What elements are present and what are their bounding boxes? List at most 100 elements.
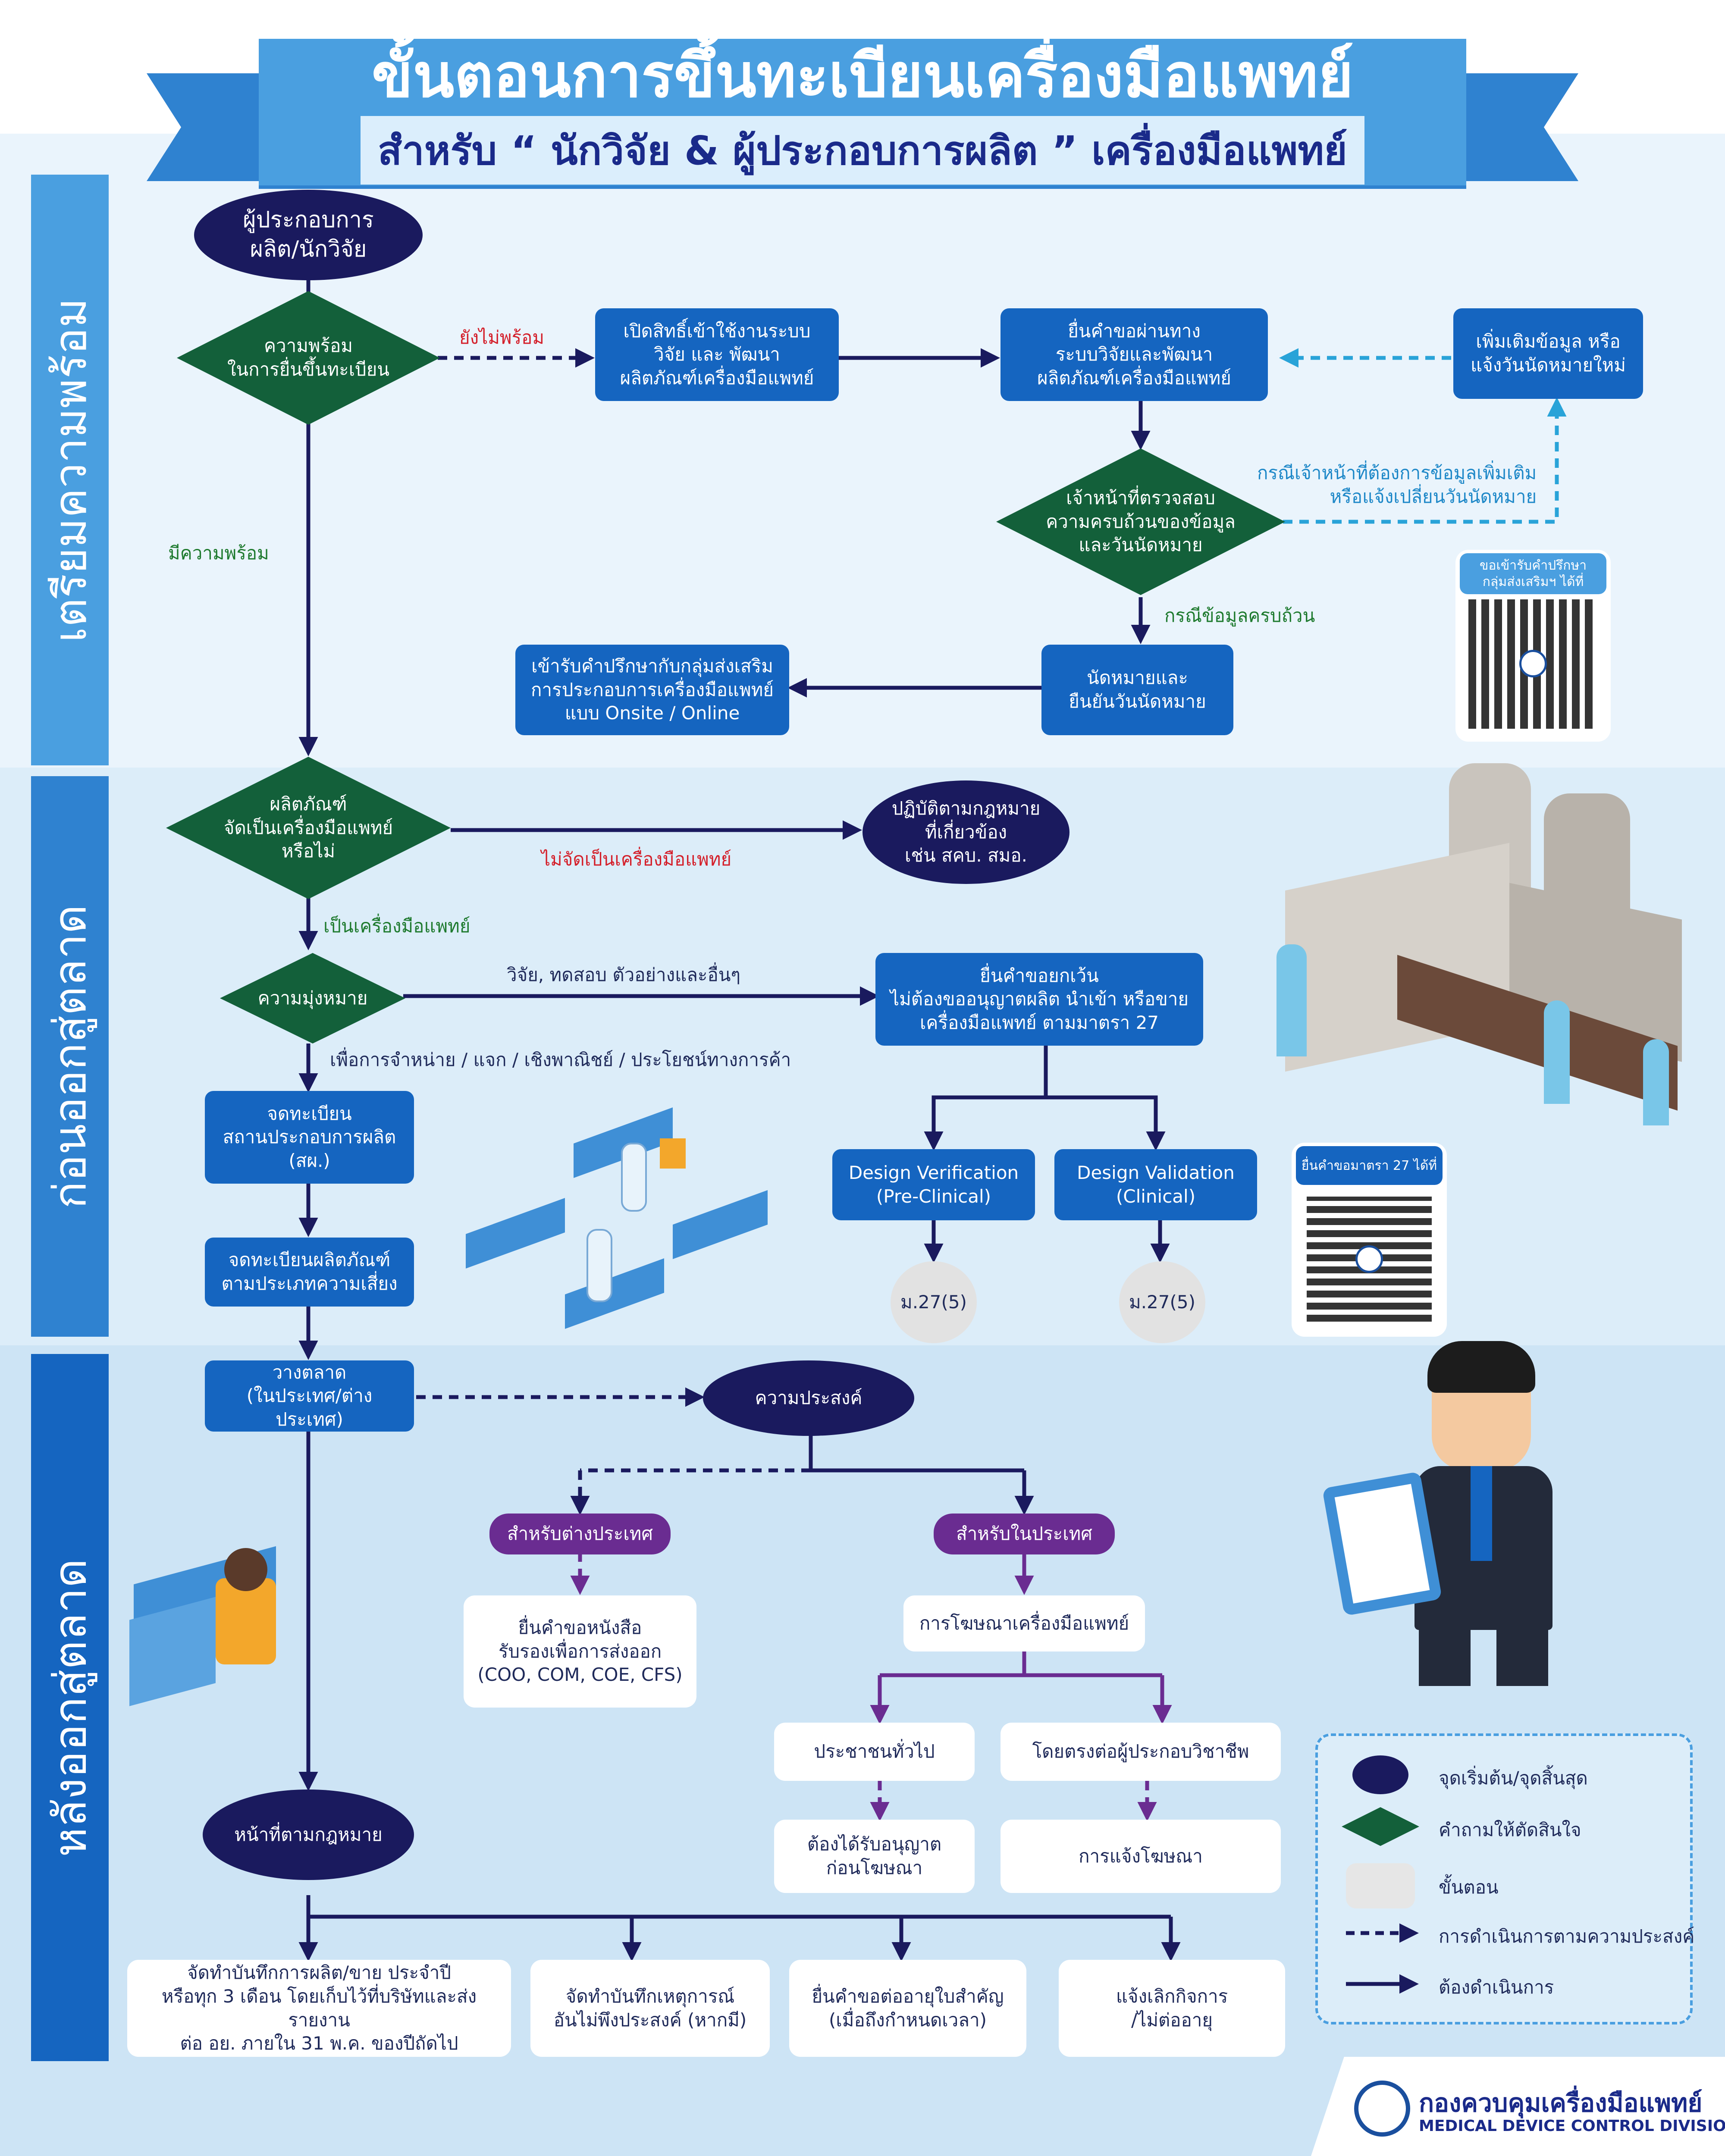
market-step: วางตลาด (ในประเทศ/ต่างประเทศ) xyxy=(205,1360,414,1432)
qr-consult-card: ขอเข้ารับคำปรึกษา กลุ่มส่งเสริมฯ ได้ที่ xyxy=(1455,550,1611,742)
legend-optional-swatch xyxy=(1346,1923,1419,1943)
public-label: ประชาชนทั่วไป xyxy=(814,1741,935,1762)
section-premarket: ก่อนออกสู่ตลาด xyxy=(31,776,109,1337)
exempt-label: ยื่นคำขอยกเว้น ไม่ต้องขออนุญาตผลิต นำเข้… xyxy=(890,965,1189,1033)
label-need-more: กรณีเจ้าหน้าที่ต้องการข้อมูลเพิ่มเติม หร… xyxy=(1257,462,1537,507)
advert-label: การโฆษณาเครื่องมือแพทย์ xyxy=(919,1612,1129,1634)
record-production-label: จัดทำบันทึกการผลิต/ขาย ประจำปี หรือทุก 3… xyxy=(161,1962,477,2054)
legend-required-swatch xyxy=(1346,1974,1419,1994)
is-device-decision-label: ผลิตภัณฑ์ จัดเป็นเครื่องมือแพทย์ หรือไม่ xyxy=(223,793,393,862)
is-device-decision: ผลิตภัณฑ์ จัดเป็นเครื่องมือแพทย์ หรือไม่ xyxy=(166,757,451,899)
section-prepare: เตรียมความพร้อม xyxy=(31,175,109,765)
need-permit-step: ต้องได้รับอนุญาต ก่อนโฆษณา xyxy=(774,1820,975,1893)
design-verification-label: Design Verification (Pre-Clinical) xyxy=(848,1162,1019,1207)
public-step: ประชาชนทั่วไป xyxy=(774,1723,975,1781)
footer-org-en: MEDICAL DEVICE CONTROL DIVISION xyxy=(1419,2117,1725,2135)
other-law-node: ปฏิบัติตามกฎหมาย ที่เกี่ยวข้อง เช่น สคบ.… xyxy=(862,780,1070,884)
officer-decision-label: เจ้าหน้าที่ตรวจสอบ ความครบถ้วนของข้อมูล … xyxy=(1046,487,1236,556)
other-law-label: ปฏิบัติตามกฎหมาย ที่เกี่ยวข้อง เช่น สคบ.… xyxy=(891,798,1041,866)
page-subtitle: สำหรับ “ นักวิจัย & ผู้ประกอบการผลิต ” เ… xyxy=(361,116,1364,185)
legend-step-label: ขั้นตอน xyxy=(1439,1877,1499,1898)
legend: จุดเริ่มต้น/จุดสิ้นสุด คำถามให้ตัดสินใจ … xyxy=(1315,1733,1695,2024)
design-validation-label: Design Validation (Clinical) xyxy=(1077,1162,1235,1207)
submit-rd-step: ยื่นคำขอผ่านทาง ระบบวิจัยและพัฒนา ผลิตภั… xyxy=(1000,308,1268,401)
renew-step: ยื่นคำขอต่ออายุใบสำคัญ (เมื่อถึงกำหนดเวล… xyxy=(789,1960,1026,2057)
register-place-step: จดทะเบียน สถานประกอบการผลิต (สผ.) xyxy=(205,1091,414,1184)
legend-required-label: ต้องดำเนินการ xyxy=(1439,1977,1554,1998)
label-complete: กรณีข้อมูลครบถ้วน xyxy=(1164,605,1315,626)
start-node: ผู้ประกอบการ ผลิต/นักวิจัย xyxy=(194,190,423,280)
legend-decision-label: คำถามให้ตัดสินใจ xyxy=(1439,1819,1581,1840)
notify-ad-step: การแจ้งโฆษณา xyxy=(1000,1820,1281,1893)
design-verification-step: Design Verification (Pre-Clinical) xyxy=(832,1149,1035,1220)
legal-duty-node: หน้าที่ตามกฎหมาย xyxy=(203,1789,414,1880)
label-is-device: เป็นเครื่องมือแพทย์ xyxy=(323,915,470,937)
abroad-branch: สำหรับต่างประเทศ xyxy=(489,1514,671,1554)
professional-label: โดยตรงต่อผู้ประกอบวิชาชีพ xyxy=(1032,1741,1249,1762)
domestic-branch: สำหรับในประเทศ xyxy=(934,1514,1115,1554)
qr-consult-logo-icon xyxy=(1519,650,1547,677)
legend-start-end-label: จุดเริ่มต้น/จุดสิ้นสุด xyxy=(1439,1767,1588,1789)
register-product-label: จดทะเบียนผลิตภัณฑ์ ตามประเภทความเสี่ยง xyxy=(221,1249,398,1294)
legend-decision-swatch xyxy=(1342,1807,1419,1846)
design-validation-step: Design Validation (Clinical) xyxy=(1054,1149,1257,1220)
footer-logo-block: กองควบคุมเครื่องมือแพทย์ MEDICAL DEVICE … xyxy=(1311,2057,1725,2156)
export-cert-step: ยื่นคำขอหนังสือ รับรองเพื่อการส่งออก (CO… xyxy=(464,1595,696,1708)
ready-decision: ความพร้อม ในการยื่นขึ้นทะเบียน xyxy=(177,291,440,425)
legal-duty-label: หน้าที่ตามกฎหมาย xyxy=(234,1824,383,1845)
label-research: วิจัย, ทดสอบ ตัวอย่างและอื่นๆ xyxy=(507,964,740,985)
exempt-step: ยื่นคำขอยกเว้น ไม่ต้องขออนุญาตผลิต นำเข้… xyxy=(875,953,1203,1046)
label-ready: มีความพร้อม xyxy=(168,542,269,564)
m27-a-label: ม.27(5) xyxy=(900,1291,967,1313)
export-cert-label: ยื่นคำขอหนังสือ รับรองเพื่อการส่งออก (CO… xyxy=(477,1617,683,1686)
factory-illustration xyxy=(1268,759,1699,1125)
intent-label: ความประสงค์ xyxy=(755,1387,862,1409)
register-product-step: จดทะเบียนผลิตภัณฑ์ ตามประเภทความเสี่ยง xyxy=(205,1238,414,1307)
appoint-step: นัดหมายและ ยืนยันวันนัดหมาย xyxy=(1041,645,1233,735)
cancel-step: แจ้งเลิกกิจการ /ไม่ต่ออายุ xyxy=(1059,1960,1285,2057)
qr-exempt-caption: ยื่นคำขอมาตรา 27 ได้ที่ xyxy=(1296,1146,1443,1185)
qr-consult-caption: ขอเข้ารับคำปรึกษา กลุ่มส่งเสริมฯ ได้ที่ xyxy=(1460,553,1606,594)
record-production-step: จัดทำบันทึกการผลิต/ขาย ประจำปี หรือทุก 3… xyxy=(127,1960,511,2057)
intent-node: ความประสงค์ xyxy=(703,1360,914,1436)
open-access-label: เปิดสิทธิ์เข้าใช้งานระบบ วิจัย และ พัฒนา… xyxy=(620,320,814,389)
legend-start-end-swatch xyxy=(1352,1755,1408,1794)
record-adverse-label: จัดทำบันทึกเหตุการณ์ อันไม่พึงประสงค์ (ห… xyxy=(553,1985,747,2031)
add-info-step: เพิ่มเติมข้อมูล หรือ แจ้งวันนัดหมายใหม่ xyxy=(1453,308,1643,399)
businessman-illustration xyxy=(1322,1337,1596,1690)
record-adverse-step: จัดทำบันทึกเหตุการณ์ อันไม่พึงประสงค์ (ห… xyxy=(530,1960,770,2057)
label-not-ready: ยังไม่พร้อม xyxy=(459,327,545,348)
abroad-label: สำหรับต่างประเทศ xyxy=(507,1523,653,1545)
lab-illustration xyxy=(457,1087,776,1367)
notify-ad-label: การแจ้งโฆษณา xyxy=(1079,1845,1203,1867)
cancel-label: แจ้งเลิกกิจการ /ไม่ต่ออายุ xyxy=(1116,1985,1228,2031)
m27-node-b: ม.27(5) xyxy=(1119,1261,1205,1343)
scientist-illustration xyxy=(129,1501,285,1708)
label-not-device: ไม่จัดเป็นเครื่องมือแพทย์ xyxy=(541,849,732,870)
open-access-step: เปิดสิทธิ์เข้าใช้งานระบบ วิจัย และ พัฒนา… xyxy=(595,308,839,401)
advert-step: การโฆษณาเครื่องมือแพทย์ xyxy=(903,1595,1145,1651)
domestic-label: สำหรับในประเทศ xyxy=(956,1523,1092,1545)
appoint-label: นัดหมายและ ยืนยันวันนัดหมาย xyxy=(1069,667,1206,712)
add-info-label: เพิ่มเติมข้อมูล หรือ แจ้งวันนัดหมายใหม่ xyxy=(1471,331,1626,376)
legend-optional-label: การดำเนินการตามความประสงค์ xyxy=(1439,1926,1695,1947)
header-banner: ขั้นตอนการขึ้นทะเบียนเครื่องมือแพทย์ สำห… xyxy=(259,39,1466,185)
purpose-decision-label: ความมุ่งหมาย xyxy=(257,987,368,1009)
submit-rd-label: ยื่นคำขอผ่านทาง ระบบวิจัยและพัฒนา ผลิตภั… xyxy=(1037,320,1231,389)
m27-node-a: ม.27(5) xyxy=(891,1261,977,1343)
need-permit-label: ต้องได้รับอนุญาต ก่อนโฆษณา xyxy=(807,1833,942,1878)
footer-logo-icon xyxy=(1354,2081,1410,2137)
m27-b-label: ม.27(5) xyxy=(1129,1291,1195,1313)
renew-label: ยื่นคำขอต่ออายุใบสำคัญ (เมื่อถึงกำหนดเวล… xyxy=(812,1985,1004,2031)
professional-step: โดยตรงต่อผู้ประกอบวิชาชีพ xyxy=(1000,1723,1281,1781)
section-postmarket: หลังออกสู่ตลาด xyxy=(31,1354,109,2061)
qr-exempt-card: ยื่นคำขอมาตรา 27 ได้ที่ xyxy=(1292,1143,1447,1337)
consult-step: เข้ารับคำปรึกษากับกลุ่มส่งเสริม การประกอ… xyxy=(515,645,789,735)
footer-org-th: กองควบคุมเครื่องมือแพทย์ xyxy=(1419,2088,1703,2118)
ready-decision-label: ความพร้อม ในการยื่นขึ้นทะเบียน xyxy=(227,335,390,380)
qr-exempt-logo-icon xyxy=(1355,1245,1383,1273)
start-node-label: ผู้ประกอบการ ผลิต/นักวิจัย xyxy=(243,207,374,262)
officer-decision: เจ้าหน้าที่ตรวจสอบ ความครบถ้วนของข้อมูล … xyxy=(996,448,1285,595)
register-place-label: จดทะเบียน สถานประกอบการผลิต (สผ.) xyxy=(223,1103,396,1171)
